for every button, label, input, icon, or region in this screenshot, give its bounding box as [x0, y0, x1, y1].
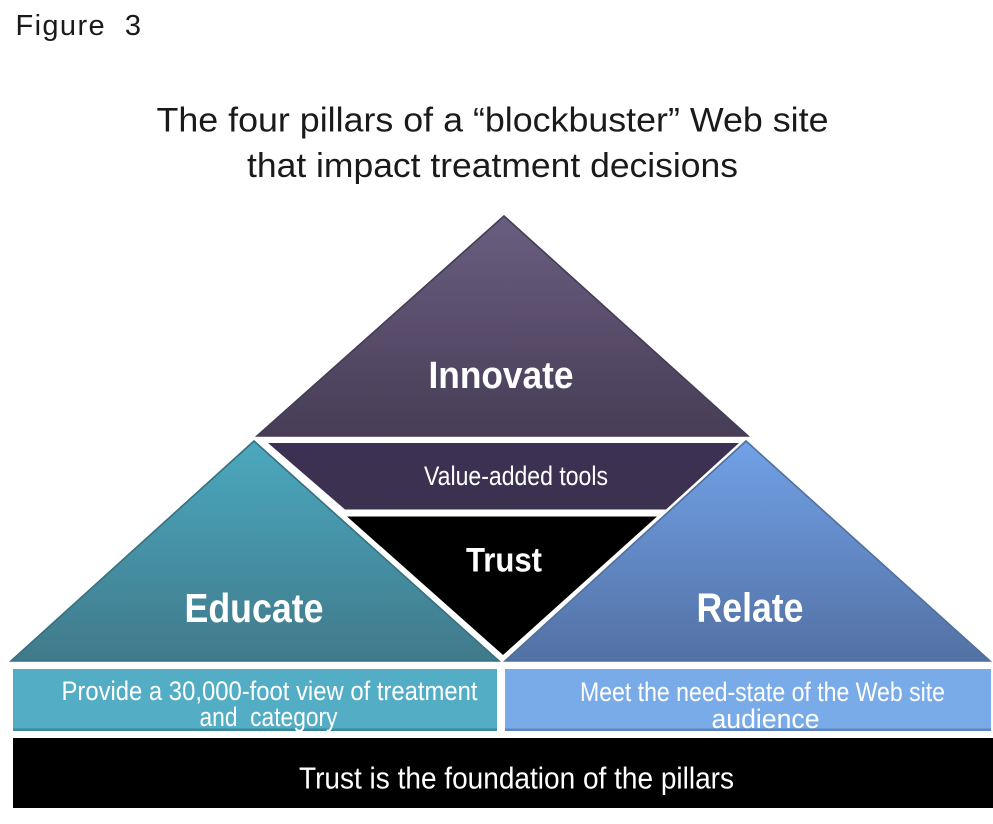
- svg-text:Innovate: Innovate: [429, 355, 574, 397]
- svg-text:Trust is the foundation of the: Trust is the foundation of the pillars: [299, 761, 734, 796]
- svg-text:Figure 3: Figure 3: [16, 10, 142, 42]
- svg-text:Educate: Educate: [185, 585, 324, 631]
- svg-text:that impact treatment decision: that impact treatment decisions: [247, 147, 738, 185]
- svg-text:Trust: Trust: [466, 542, 542, 580]
- svg-text:Meet the need-state of the Web: Meet the need-state of the Web site: [580, 677, 945, 707]
- svg-text:Value-added tools: Value-added tools: [424, 461, 608, 491]
- svg-text:Provide a 30,000-foot view of: Provide a 30,000-foot view of treatment: [62, 676, 478, 706]
- svg-text:Relate: Relate: [697, 585, 804, 631]
- svg-text:The four pillars of a “blockbu: The four pillars of a “blockbuster” Web …: [157, 102, 829, 140]
- svg-text:audience: audience: [712, 704, 820, 734]
- svg-text:and category: and category: [200, 702, 338, 732]
